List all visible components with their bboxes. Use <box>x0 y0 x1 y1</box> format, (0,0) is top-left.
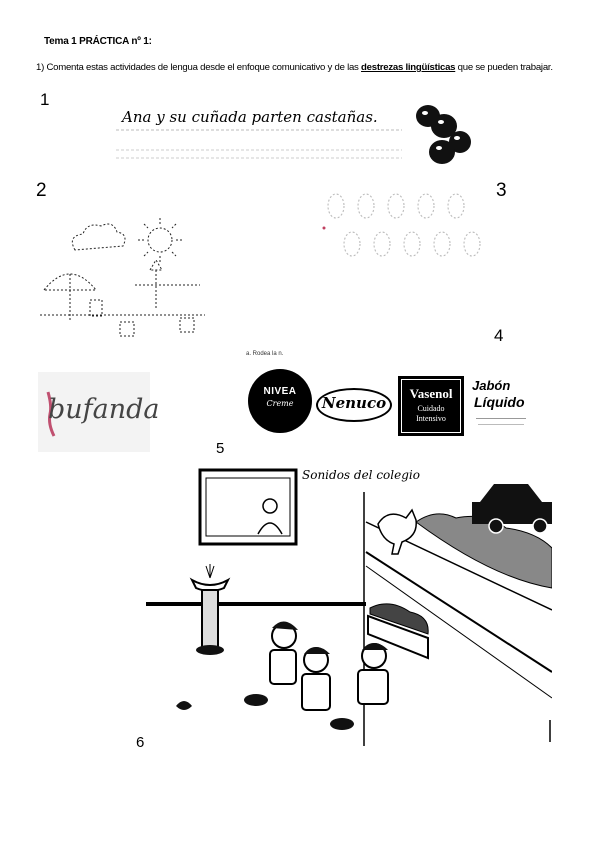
label-line <box>476 418 526 419</box>
activity-number-3: 3 <box>496 180 507 201</box>
label-line <box>478 424 524 425</box>
nivea-brand-text: NIVEA <box>263 386 297 397</box>
nenuco-brand-text: Nenuco <box>321 394 387 412</box>
jabon-liquido-logo: Jabón Líquido <box>470 376 532 438</box>
chestnuts-illustration <box>416 105 471 164</box>
bufanda-word-card: bufanda <box>38 372 160 452</box>
activity-number-5: 5 <box>216 440 225 457</box>
tracing-pattern-exercise <box>322 193 481 257</box>
activity-number-4: 4 <box>494 326 504 345</box>
vasenol-line1: Cuidado <box>417 404 445 413</box>
liquido-text: Líquido <box>474 394 525 410</box>
tracing-start-dot <box>322 226 326 230</box>
dotted-drawing-scene <box>40 218 205 337</box>
schoolyard-scene-drawing <box>146 468 552 746</box>
scarf-icon <box>46 391 56 437</box>
vasenol-line2: Intensivo <box>416 414 446 423</box>
activity-number-1: 1 <box>40 90 50 109</box>
window-caption: Sonidos del colegio <box>302 468 420 482</box>
nenuco-logo: Nenuco <box>316 388 392 422</box>
circle-n-prompt: a. Rodea la n. <box>246 351 284 357</box>
instruction-text: 1) Comenta estas actividades de lengua d… <box>36 62 553 73</box>
instruction-bold: destrezas lingüísticas <box>361 62 456 73</box>
page-title: Tema 1 PRÁCTICA nº 1: <box>44 36 152 47</box>
handwriting-exercise: Ana y su cuñada parten castañas. <box>112 100 412 170</box>
jabon-text: Jabón <box>472 378 511 393</box>
nivea-logo: NIVEA Creme <box>248 369 312 433</box>
instruction-post: que se pueden trabajar. <box>455 62 553 73</box>
activity-number-6: 6 <box>136 734 145 751</box>
handwriting-guidelines <box>116 129 402 159</box>
instruction-pre: 1) Comenta estas actividades de lengua d… <box>36 62 362 73</box>
vasenol-brand-text: Vasenol <box>409 386 453 401</box>
nivea-creme-text: Creme <box>266 399 294 408</box>
vasenol-logo: Vasenol Cuidado Intensivo <box>398 376 464 436</box>
handwriting-sentence: Ana y su cuñada parten castañas. <box>122 108 378 126</box>
schoolyard-illustration: Sonidos del colegio <box>146 462 552 746</box>
activity-number-2: 2 <box>36 180 47 201</box>
bufanda-word: bufanda <box>48 394 160 425</box>
